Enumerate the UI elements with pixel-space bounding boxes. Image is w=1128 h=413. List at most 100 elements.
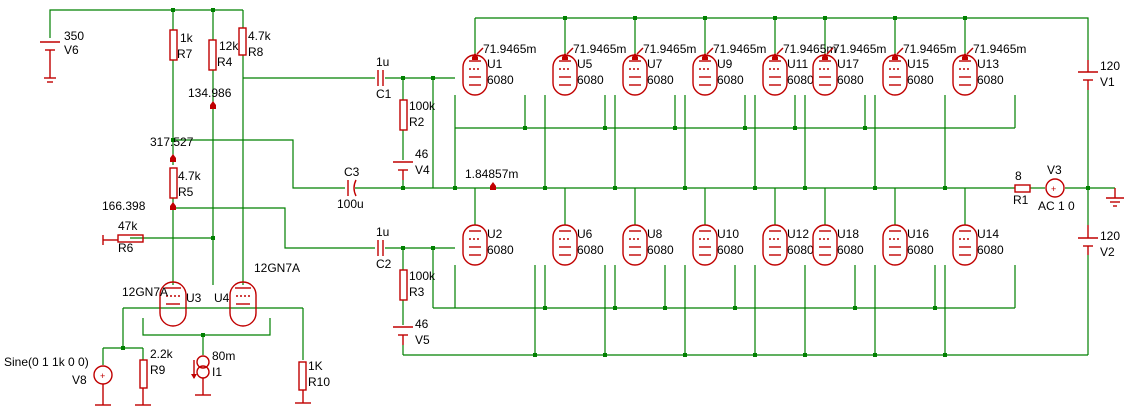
tube-u17: U17 6080 71.9465m — [812, 42, 886, 96]
c2-label: C2 — [376, 257, 392, 271]
tube-u8: U8 6080 — [622, 224, 674, 266]
v5-label: V5 — [415, 333, 430, 347]
tube-type: 6080 — [977, 73, 1004, 87]
i1-label: I1 — [212, 365, 222, 379]
tube-type: 6080 — [717, 243, 744, 257]
resistor-r2: 100k R2 — [399, 99, 436, 131]
tube-type: 6080 — [787, 73, 814, 87]
r6-label: R6 — [118, 241, 134, 255]
r5-label: R5 — [178, 185, 194, 199]
output-tubes-top: U1608071.9465mU5608071.9465mU7608071.946… — [462, 42, 1026, 96]
grid-probe-value: 71.9465m — [483, 42, 536, 56]
tube-label: U11 — [787, 57, 808, 71]
sine-source-v8: + Sine(0 1 1k 0 0) V8 — [4, 355, 113, 406]
v6-value: 350 — [64, 29, 84, 43]
r2-label: R2 — [409, 115, 425, 129]
r8-value: 4.7k — [248, 29, 272, 43]
battery-v6: 350 V6 — [40, 29, 84, 83]
grid-probe-value: 71.9465m — [903, 42, 956, 56]
r1-label: R1 — [1013, 193, 1029, 207]
tube-label: U7 — [647, 57, 663, 71]
probe-p1: 134.986 — [188, 86, 232, 109]
resistor-r7: 1k R7 — [169, 29, 194, 61]
tube-label: U1 — [487, 57, 503, 71]
battery-v5: 46 V5 — [393, 317, 430, 347]
grid-probe-value: 71.9465m — [573, 42, 626, 56]
r6-value: 47k — [118, 219, 138, 233]
probe-p3-value: 166.398 — [102, 199, 146, 213]
r7-value: 1k — [180, 31, 194, 45]
grid-probe-value: 71.9465m — [833, 42, 886, 56]
capacitor-c2: 1u C2 — [376, 225, 392, 271]
resistor-r4: 12k R4 — [208, 39, 239, 71]
tube-u11: U11 6080 71.9465m — [762, 42, 836, 96]
tube-type: 6080 — [787, 243, 814, 257]
c3-value: 100u — [337, 197, 364, 211]
grid-probe: 71.9465m — [562, 42, 626, 60]
current-source-i1: 80m I1 — [191, 349, 235, 396]
v4-label: V4 — [415, 163, 430, 177]
tube-u7: U7 6080 71.9465m — [622, 42, 696, 96]
tube-type: 6080 — [907, 243, 934, 257]
r4-value: 12k — [219, 39, 239, 53]
junctions — [121, 8, 1090, 357]
grid-probe: 71.9465m — [632, 42, 696, 60]
grid-probe-value: 71.9465m — [783, 42, 836, 56]
tube-label: U14 — [977, 227, 999, 241]
probe-p1-value: 134.986 — [188, 86, 232, 100]
probe-p3: 166.398 — [102, 199, 176, 213]
resistor-r5: 4.7k R5 — [169, 167, 202, 199]
output-tubes-bottom: U26080U66080U86080U106080U126080U186080U… — [462, 224, 1004, 266]
tube-label: U5 — [577, 57, 593, 71]
driver-tube-u4: 12GN7A U4 — [214, 261, 300, 327]
probe-p4-value: 1.84857m — [465, 167, 518, 181]
probe-p2: 317.527 — [150, 135, 194, 162]
grid-probe: 71.9465m — [892, 42, 956, 60]
tube-label: U13 — [977, 57, 999, 71]
svg-text:+: + — [1051, 184, 1056, 194]
v1-value: 120 — [1100, 59, 1120, 73]
v5-value: 46 — [415, 317, 429, 331]
r10-label: R10 — [308, 375, 330, 389]
v4-value: 46 — [415, 147, 429, 161]
v3-label: V3 — [1047, 163, 1062, 177]
v8-value: Sine(0 1 1k 0 0) — [4, 355, 89, 369]
grid-probe: 71.9465m — [772, 42, 836, 60]
tube-label: U8 — [647, 227, 663, 241]
v2-label: V2 — [1100, 245, 1115, 259]
tube-type: 6080 — [647, 243, 674, 257]
c2-value: 1u — [376, 225, 389, 239]
r8-label: R8 — [248, 45, 264, 59]
tube-label: U15 — [907, 57, 929, 71]
u4-type: 12GN7A — [254, 261, 300, 275]
tube-u5: U5 6080 71.9465m — [552, 42, 626, 96]
tube-label: U17 — [837, 57, 859, 71]
resistor-r6: 47k R6 — [102, 219, 144, 255]
i1-value: 80m — [212, 349, 235, 363]
tube-label: U18 — [837, 227, 859, 241]
tube-type: 6080 — [577, 73, 604, 87]
resistor-r8: 4.7k R8 — [238, 27, 272, 59]
c1-value: 1u — [376, 55, 389, 69]
grid-probe: 71.9465m — [822, 42, 886, 60]
tube-type: 6080 — [647, 73, 674, 87]
v2-value: 120 — [1100, 229, 1120, 243]
c1-label: C1 — [376, 87, 392, 101]
ground-symbol — [1106, 188, 1124, 207]
grid-probe-value: 71.9465m — [713, 42, 766, 56]
r7-label: R7 — [177, 47, 193, 61]
resistor-r9: 2.2k R9 — [135, 347, 174, 406]
battery-v1: 120 V1 — [1078, 59, 1120, 90]
tube-type: 6080 — [837, 73, 864, 87]
resistor-r3: 100k R3 — [399, 269, 436, 301]
grid-probe-value: 71.9465m — [643, 42, 696, 56]
